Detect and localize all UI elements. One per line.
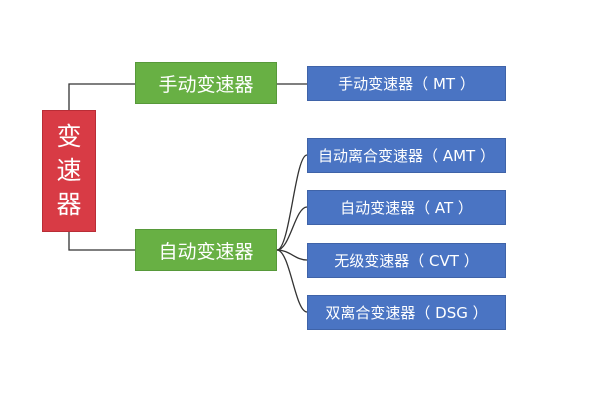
root-char-2: 速 — [56, 156, 82, 185]
leaf-node-cvt: 无级变速器（ CVT ） — [307, 243, 506, 278]
connector-auto-amt — [276, 154, 308, 251]
connector-auto-at — [276, 206, 308, 251]
leaf-node-amt: 自动离合变速器（ AMT ） — [307, 138, 506, 173]
leaf-node-at: 自动变速器（ AT ） — [307, 190, 506, 225]
connector-auto-cvt — [276, 249, 308, 261]
connector-root-auto — [68, 232, 135, 251]
root-node-transmission: 变 速 器 — [42, 110, 96, 232]
leaf-node-mt: 手动变速器（ MT ） — [307, 66, 506, 101]
root-char-3: 器 — [56, 190, 82, 219]
root-char-1: 变 — [56, 122, 82, 151]
connector-auto-dsg — [276, 249, 308, 313]
branch-node-automatic: 自动变速器 — [135, 229, 277, 271]
branch-node-manual: 手动变速器 — [135, 62, 277, 104]
connector-root-manual — [68, 83, 135, 110]
leaf-node-dsg: 双离合变速器（ DSG ） — [307, 295, 506, 330]
